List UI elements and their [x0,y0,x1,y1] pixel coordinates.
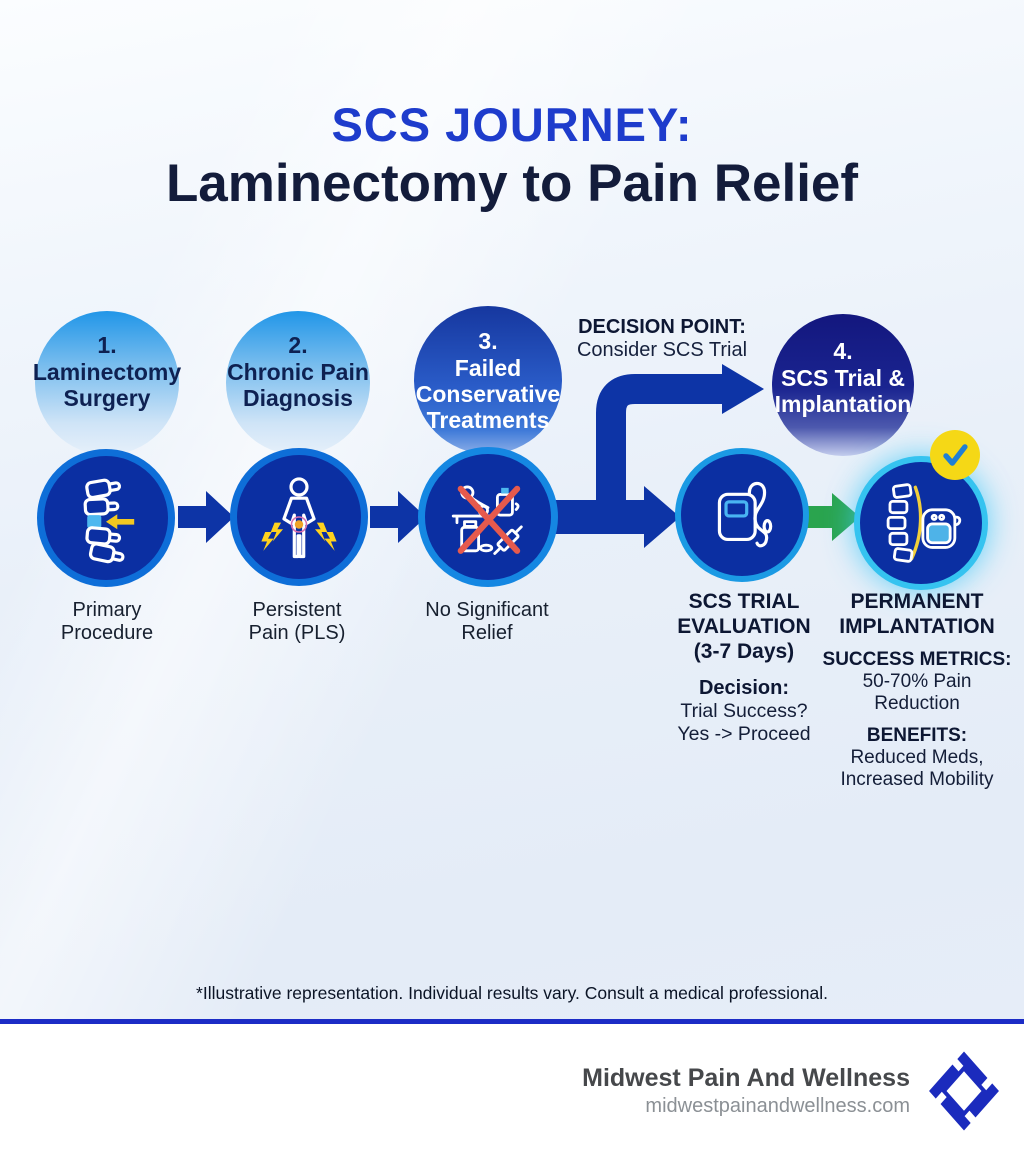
trial-evaluation-block: SCS TRIAL EVALUATION (3-7 Days) Decision… [654,589,834,745]
icon-circle-scs-trial [675,448,809,582]
caption-persistent-pain: Persistent Pain (PLS) [248,599,346,644]
benefits-label: BENEFITS: [866,725,968,746]
success-metrics-label: SUCCESS METRICS: [822,649,1012,670]
flow-arrows [178,364,860,548]
spine-icon [83,478,135,564]
icon-circle-laminectomy [37,449,175,587]
brand-website: midwestpainandwellness.com [645,1095,910,1117]
arrow-branch-to-stage4 [596,364,764,532]
stage-label: Failed Conservative Treatments [415,355,561,434]
brand-name: Midwest Pain And Wellness [582,1064,910,1092]
caption-primary-procedure: Primary Procedure [60,599,154,644]
stage-circle-failed-treatments: 3. Failed Conservative Treatments [414,306,562,454]
stage-circle-laminectomy: 1. Laminectomy Surgery [32,311,182,455]
diamond-logo-icon [926,1048,1002,1134]
trial-decision-label: Decision: [698,677,790,699]
decision-point-subtext: Consider SCS Trial [576,339,748,361]
disclaimer-text: *Illustrative representation. Individual… [196,983,828,1003]
implant-spine-icon [886,483,962,563]
implantation-heading: PERMANENT IMPLANTATION [839,590,995,638]
stage-number: 2. [288,331,308,358]
icon-circle-failed-treatments [418,447,558,587]
stage-circle-scs-trial: 4. SCS Trial & Implantation [772,314,914,456]
benefits-text: Reduced Meds, Increased Mobility [840,747,994,790]
trial-decision-text: Trial Success? Yes -> Proceed [677,700,811,745]
trial-heading: SCS TRIAL EVALUATION (3-7 Days) [677,590,811,663]
arrow-step1-step2 [178,491,234,543]
stage-label: SCS Trial & Implantation [774,365,912,418]
icon-circle-implantation [854,456,988,590]
title-line-2: Laminectomy to Pain Relief [165,154,859,213]
stage-label: Laminectomy Surgery [32,359,182,412]
arrow-step2-step3 [370,491,426,543]
decision-point: DECISION POINT: Consider SCS Trial [532,316,792,362]
caption-no-relief: No Significant Relief [425,599,549,644]
implantation-block: PERMANENT IMPLANTATION SUCCESS METRICS: … [818,589,1016,791]
checkmark-icon [943,444,968,466]
ipg-device-icon [717,481,773,548]
brand-footer: Midwest Pain And Wellness midwestpainand… [582,1048,1002,1134]
stage-number: 3. [478,327,498,354]
stage-circle-chronic-pain: 2. Chronic Pain Diagnosis [226,311,370,455]
success-metrics-text: 50-70% Pain Reduction [862,671,972,714]
stage-number: 1. [97,331,117,358]
decision-point-heading: DECISION POINT: [578,316,746,338]
footer-divider [0,1019,1024,1024]
stage-number: 4. [833,337,853,364]
footer-background [0,1024,1024,1154]
success-check-badge [930,430,980,480]
title-line-1: SCS JOURNEY: [331,98,693,151]
stage-label: Chronic Pain Diagnosis [227,359,369,412]
page-title: SCS JOURNEY: Laminectomy to Pain Relief [0,96,1024,214]
failed-treatments-icon [451,485,523,555]
pain-person-icon [261,477,337,559]
icon-circle-pain [230,448,368,586]
